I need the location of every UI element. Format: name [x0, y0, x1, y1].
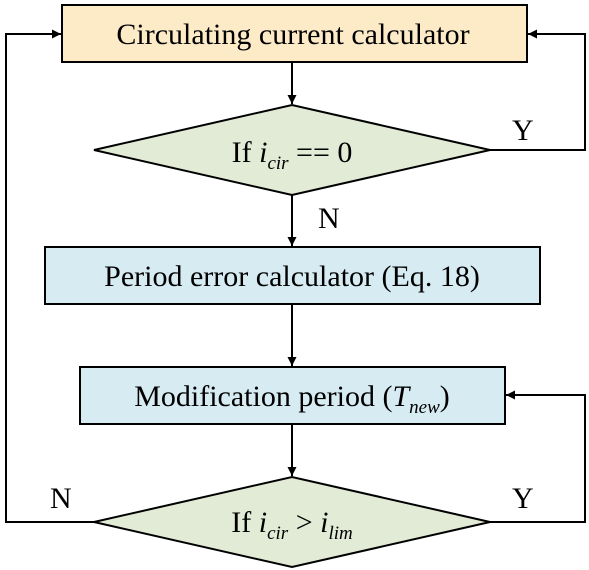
- modification-period-box: [79, 366, 506, 425]
- decision-lim-label: If icir > ilim: [231, 506, 352, 544]
- edge-label-zero-no: N: [318, 202, 340, 235]
- loop-lim-no: [5, 29, 94, 523]
- modification-period-label: Modification period (Tnew): [134, 380, 450, 418]
- period-error-label: Period error calculator (Eq. 18): [104, 260, 480, 293]
- circulating-current-box: [61, 4, 528, 63]
- circulating-current-label: Circulating current calculator: [116, 18, 469, 51]
- edge-label-lim-yes: Y: [512, 482, 534, 515]
- decision-zero-label: If icir == 0: [232, 136, 353, 174]
- loop-zero-yes: [490, 29, 586, 151]
- edge-label-zero-yes: Y: [512, 114, 534, 147]
- loop-lim-yes: [490, 390, 586, 523]
- edge-label-lim-no: N: [50, 482, 72, 515]
